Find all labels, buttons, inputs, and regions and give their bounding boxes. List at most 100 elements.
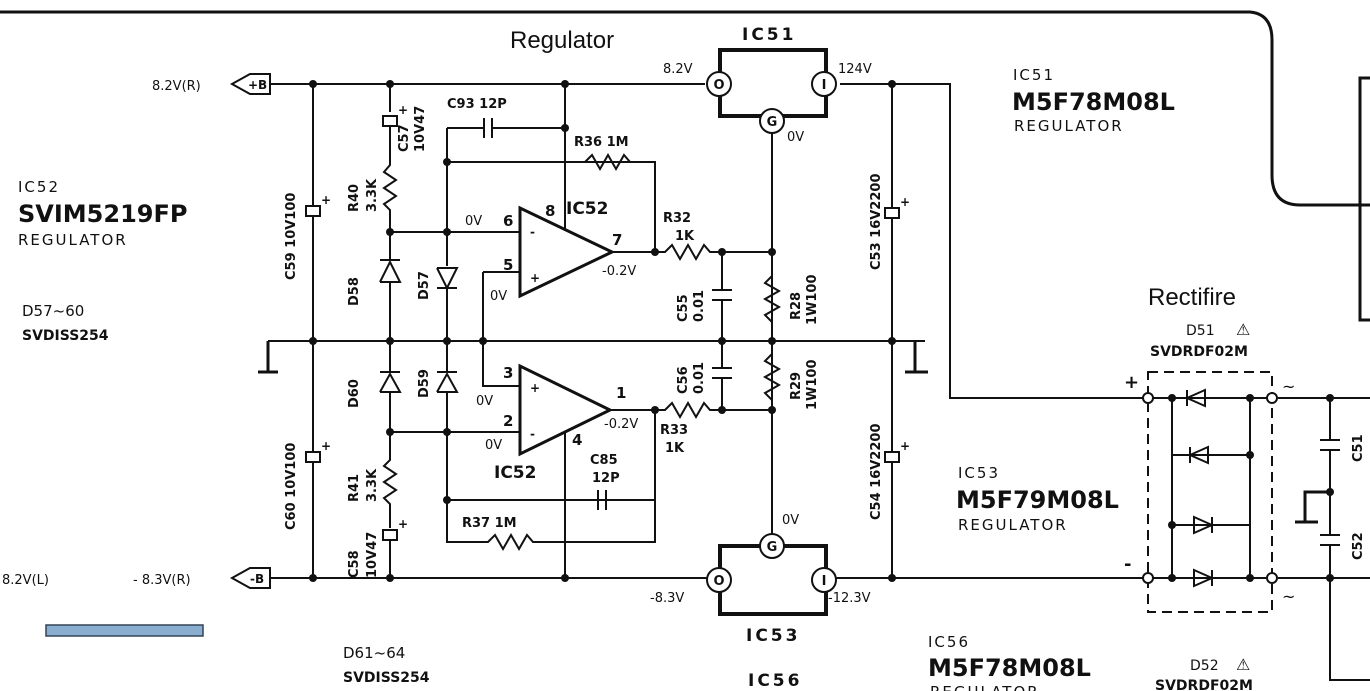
rectifire-title: Rectifire — [1148, 284, 1236, 311]
c55-label: C55 — [676, 294, 691, 322]
d57-diode — [436, 162, 459, 341]
pin3-label: 3 — [503, 364, 513, 382]
ic51-i-letter: I — [822, 78, 827, 93]
ac-rails — [1278, 397, 1370, 579]
v-0-pin6-label: 0V — [465, 214, 482, 229]
ic51-pin-i — [811, 71, 837, 97]
pin6-label: 6 — [503, 212, 513, 230]
r37-label: R37 1M — [462, 516, 517, 531]
d52-part: SVDRDF02M — [1155, 678, 1253, 691]
v-m02b-label: -0.2V — [604, 417, 638, 432]
d51-warning-icon: ⚠ — [1236, 320, 1250, 339]
board-outline — [0, 10, 1370, 207]
r36-label: R36 1M — [574, 135, 629, 150]
c85-value: 12P — [592, 471, 620, 486]
ic56-desc: REGULATOR — [930, 683, 1040, 691]
pin5-label: 5 — [503, 256, 513, 274]
d61-64-label: D61~64 — [343, 644, 405, 662]
c58-value: 10V47 — [365, 532, 380, 578]
d58-diode — [379, 232, 402, 341]
pin8-label: 8 — [545, 202, 555, 220]
c56-capacitor — [712, 341, 732, 410]
rect-terminal-plus — [1142, 392, 1154, 404]
c57-label: C57 — [397, 124, 412, 152]
v-0-pin3-label: 0V — [476, 394, 493, 409]
ic52-upper-label: IC52 — [566, 199, 608, 219]
ic52-part: SVIM5219FP — [18, 200, 187, 228]
ac-wire-out — [1329, 578, 1370, 681]
d51-diode-4 — [1193, 568, 1215, 588]
c54-capacitor — [884, 451, 900, 463]
c54-label: C54 16V2200 — [869, 424, 884, 521]
c85-capacitor — [597, 490, 607, 510]
v-124-label: 124V — [838, 62, 872, 77]
ic51-part: M5F78M08L — [1012, 88, 1175, 116]
d57-60-label: D57~60 — [22, 302, 84, 320]
r41-resistor — [382, 432, 398, 528]
c53-label: C53 16V2200 — [869, 174, 884, 271]
r40-resistor — [382, 126, 398, 232]
r37-resistor — [446, 500, 656, 552]
v-m83-label: -8.3V — [650, 591, 684, 606]
d52-label: D52 — [1190, 658, 1219, 674]
r36-resistor — [584, 152, 631, 172]
ic53-i-letter: I — [822, 574, 827, 589]
c58-label: C58 — [347, 550, 362, 578]
r32-value: 1K — [675, 229, 695, 244]
d51-label: D51 — [1186, 323, 1215, 339]
r41-label: R41 — [347, 474, 362, 502]
v-m123-label: -12.3V — [828, 591, 871, 606]
r32-resistor — [655, 242, 772, 262]
pin1-label: 1 — [616, 384, 626, 402]
c57-plus: + — [398, 103, 408, 117]
r29-value: 1W100 — [805, 359, 820, 410]
ic52-name: IC52 — [18, 178, 60, 196]
c93-label: C93 12P — [447, 97, 507, 112]
c56-label: C56 — [676, 366, 691, 394]
input-82l-label: 8.2V(L) — [2, 573, 49, 588]
ic53-desc: REGULATOR — [958, 516, 1068, 534]
d60-label: D60 — [347, 379, 362, 408]
ic51-box — [718, 48, 828, 118]
ground-symbol-rect — [1295, 490, 1330, 524]
rect-ac2-label: ~ — [1282, 587, 1295, 606]
rect-minus-label: - — [1124, 554, 1131, 575]
c60-capacitor — [305, 451, 321, 463]
c59-plus: + — [321, 193, 331, 207]
ic53-g-letter: G — [767, 540, 778, 555]
c93-capacitor — [446, 118, 565, 162]
ic56-name: IC56 — [928, 633, 970, 651]
v-0-ic51-label: 0V — [787, 130, 804, 145]
rect-terminal-ac2 — [1266, 572, 1278, 584]
ic56-bottom-label: IC56 — [748, 671, 802, 691]
rectifier-sides — [1171, 398, 1251, 578]
d58-label: D58 — [347, 277, 362, 306]
d51-part: SVDRDF02M — [1150, 344, 1248, 360]
pin5-wire — [482, 271, 520, 341]
c60-plus: + — [321, 439, 331, 453]
ic53-bottom-label: IC53 — [746, 626, 800, 646]
d57-60-part: SVDISS254 — [22, 328, 109, 344]
r41-value: 3.3K — [365, 468, 380, 502]
ic52-lower-label: IC52 — [494, 463, 536, 483]
pin3-plus: + — [530, 381, 540, 395]
ic53-pin-g — [759, 533, 785, 559]
rect-plus-label: + — [1124, 372, 1139, 393]
rect-terminal-minus — [1142, 572, 1154, 584]
d61-64-part: SVDISS254 — [343, 670, 430, 686]
minus-b-label: -B — [250, 572, 264, 586]
c59-capacitor — [305, 205, 321, 217]
d51-rectifier-box — [1147, 371, 1273, 613]
ic51-g-letter: G — [767, 115, 778, 130]
ground-symbol-left — [258, 341, 278, 374]
pin4-label: 4 — [572, 431, 582, 449]
d52-warning-icon: ⚠ — [1236, 655, 1250, 674]
c60-label: C60 10V100 — [284, 443, 299, 530]
r36-loop — [447, 161, 656, 252]
r32-label: R32 — [663, 211, 691, 226]
ground-symbol-right — [905, 341, 928, 374]
c55-value: 0.01 — [692, 290, 707, 322]
input-82r-label: 8.2V(R) — [152, 79, 201, 94]
pin2-label: 2 — [503, 412, 513, 430]
